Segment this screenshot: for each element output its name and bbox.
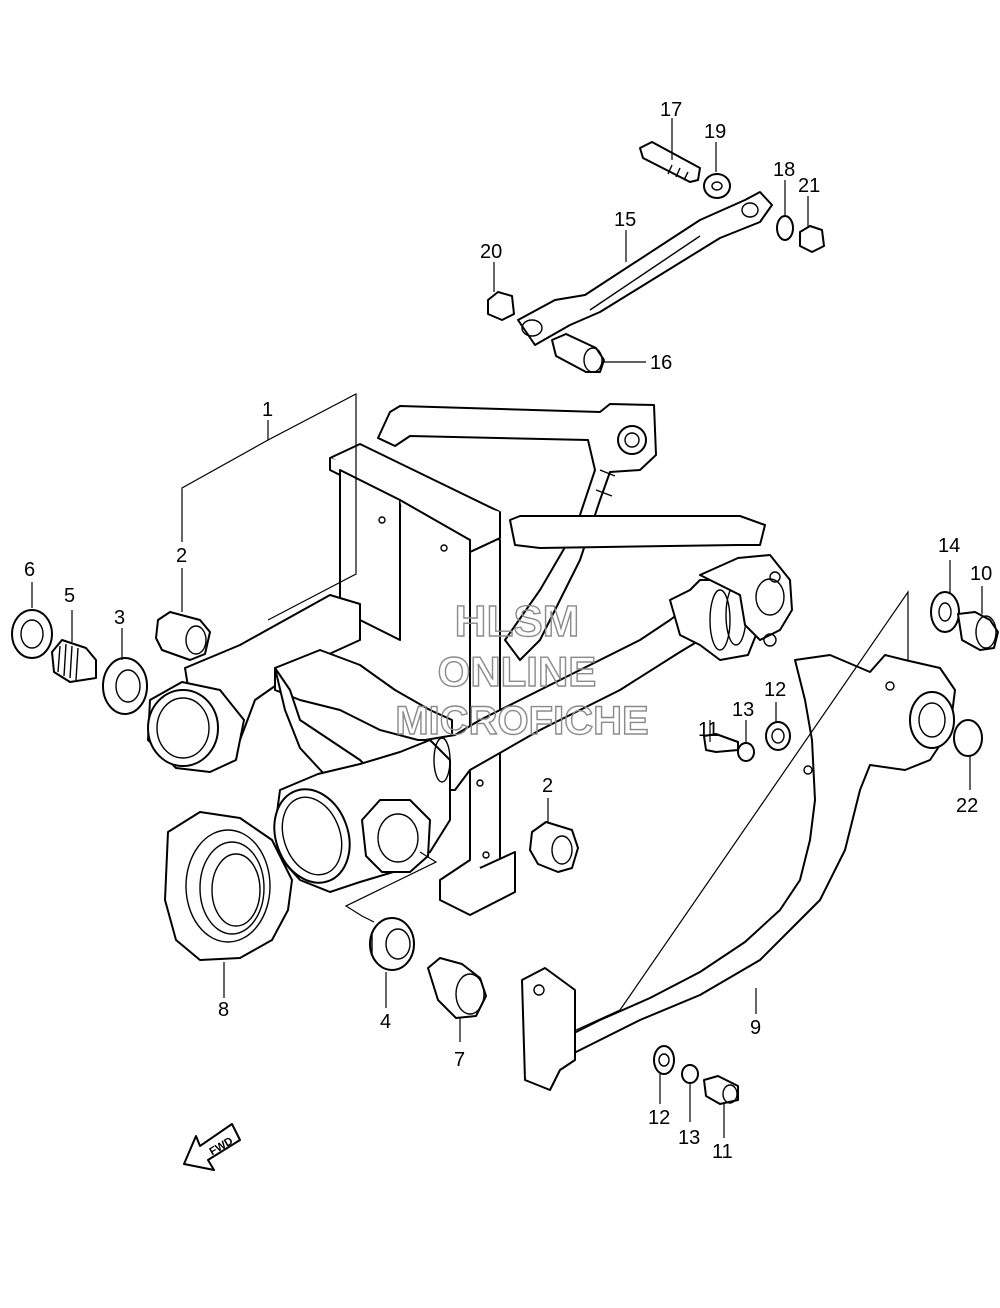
callout-16: 16 — [650, 352, 672, 374]
callout-9: 9 — [750, 1017, 761, 1039]
callout-20: 20 — [480, 241, 502, 263]
callout-12-upper: 12 — [764, 679, 786, 701]
part-bearing-3 — [102, 657, 148, 715]
part-washer-19 — [703, 173, 731, 199]
part-washer-18 — [776, 215, 794, 241]
part-bolt-11-upper — [703, 733, 739, 753]
callout-11-upper: 11 — [698, 719, 719, 741]
callout-19: 19 — [704, 121, 726, 143]
part-nut-20 — [487, 291, 515, 321]
callout-12-lower: 12 — [648, 1107, 670, 1129]
part-bushing-2-lower — [529, 821, 579, 873]
callout-17: 17 — [660, 99, 682, 121]
callout-13-lower: 13 — [678, 1127, 700, 1149]
callout-1: 1 — [262, 399, 273, 421]
part-spacer-13-upper — [737, 742, 755, 762]
part-bushing-2-upper — [155, 611, 211, 661]
callout-2-lower: 2 — [542, 775, 553, 797]
part-collar-12-lower — [653, 1045, 675, 1075]
callout-5: 5 — [64, 585, 75, 607]
watermark-line-1: HLSM — [455, 597, 580, 646]
part-bracket-9 — [521, 654, 956, 1091]
fwd-arrow-badge: FWD — [183, 1123, 241, 1171]
part-torque-rod-15 — [517, 191, 773, 346]
part-bolt-11-lower — [703, 1075, 739, 1105]
watermark: HLSM ONLINE MICROFICHE — [395, 596, 650, 743]
part-bolt-17 — [639, 141, 701, 183]
part-bolt-10 — [957, 611, 999, 651]
part-spacer-13-lower — [681, 1064, 699, 1084]
callout-10: 10 — [970, 563, 992, 585]
callout-8: 8 — [218, 999, 229, 1021]
part-bolt-16 — [551, 333, 605, 373]
callout-4: 4 — [380, 1011, 391, 1033]
part-boot-8 — [164, 811, 293, 961]
watermark-line-3: MICROFICHE — [395, 699, 648, 743]
part-bearing-4 — [369, 917, 415, 971]
callout-2-upper: 2 — [176, 545, 187, 567]
part-adjuster-5 — [51, 639, 97, 683]
watermark-line-2: ONLINE — [438, 648, 597, 695]
callout-15: 15 — [614, 209, 636, 231]
callout-22: 22 — [956, 795, 978, 817]
callout-14: 14 — [938, 535, 960, 557]
part-cap-22 — [953, 719, 983, 757]
callout-11-lower: 11 — [712, 1141, 733, 1163]
leader-lines — [31, 118, 983, 1138]
part-plug-7 — [427, 957, 487, 1019]
callout-21: 21 — [798, 175, 820, 197]
callout-3: 3 — [114, 607, 125, 629]
part-seal-6 — [11, 609, 53, 659]
callout-7: 7 — [454, 1049, 465, 1071]
callout-6: 6 — [24, 559, 35, 581]
part-cap-14 — [930, 591, 960, 633]
part-collar-12-upper — [765, 721, 791, 751]
callout-13-upper: 13 — [732, 699, 754, 721]
part-swing-arm-1 — [147, 403, 793, 916]
part-nut-21 — [799, 225, 825, 253]
callout-labels: 17 19 18 21 15 20 16 1 2 6 5 3 14 10 12 … — [24, 99, 992, 1163]
callout-18: 18 — [773, 159, 795, 181]
